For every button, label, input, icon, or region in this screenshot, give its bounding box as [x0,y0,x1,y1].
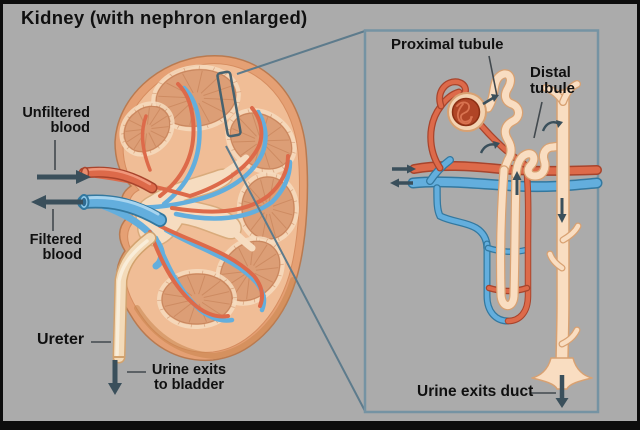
tubule-flow-up-arrow-icon [512,171,522,195]
duct-flow-down-arrow-icon [557,198,567,223]
callout-lines [225,30,366,412]
renal-vein [77,194,167,227]
blood-out-arrow-icon [390,178,413,188]
renal-vessel-branches [94,82,293,323]
unfiltered-blood-label: Unfiltered blood [22,105,90,137]
filtered-blood-arrow-icon [31,195,83,209]
vasa-recta [433,172,532,325]
glomerulus [447,92,487,132]
urine-to-bladder-arrow-icon [108,360,122,395]
nephron-tubules [483,69,593,390]
filtered-blood-label: Filtered blood [29,232,82,264]
diagram-title: Kidney (with nephron enlarged) [21,7,308,28]
urine-exits-duct-label: Urine exits duct [417,383,534,400]
renal-artery [78,166,158,194]
nephron-marker [216,70,242,138]
kidney-illustration [77,55,309,364]
duct-papilla [531,357,593,390]
blood-in-arrow-icon [392,164,416,174]
proximal-tubule-pointer [488,55,498,97]
inset-box-border [363,29,600,414]
ureter-tube [112,231,157,364]
distal-tubule-pointer [533,101,543,139]
urine-exit-duct-arrow-icon [555,375,569,408]
unfiltered-blood-arrow-icon [37,170,91,184]
distal-tubule-label: Distal tubule [530,64,575,97]
ureter-label: Ureter [37,331,85,348]
nephron-inset [363,29,603,414]
proximal-flow-curve-arrow-icon [479,141,500,154]
distal-flow-curve-arrow-icon [541,120,563,132]
proximal-tubule-label: Proximal tubule [391,36,504,53]
urine-exits-to-bladder-label: Urine exits to bladder [151,362,227,394]
